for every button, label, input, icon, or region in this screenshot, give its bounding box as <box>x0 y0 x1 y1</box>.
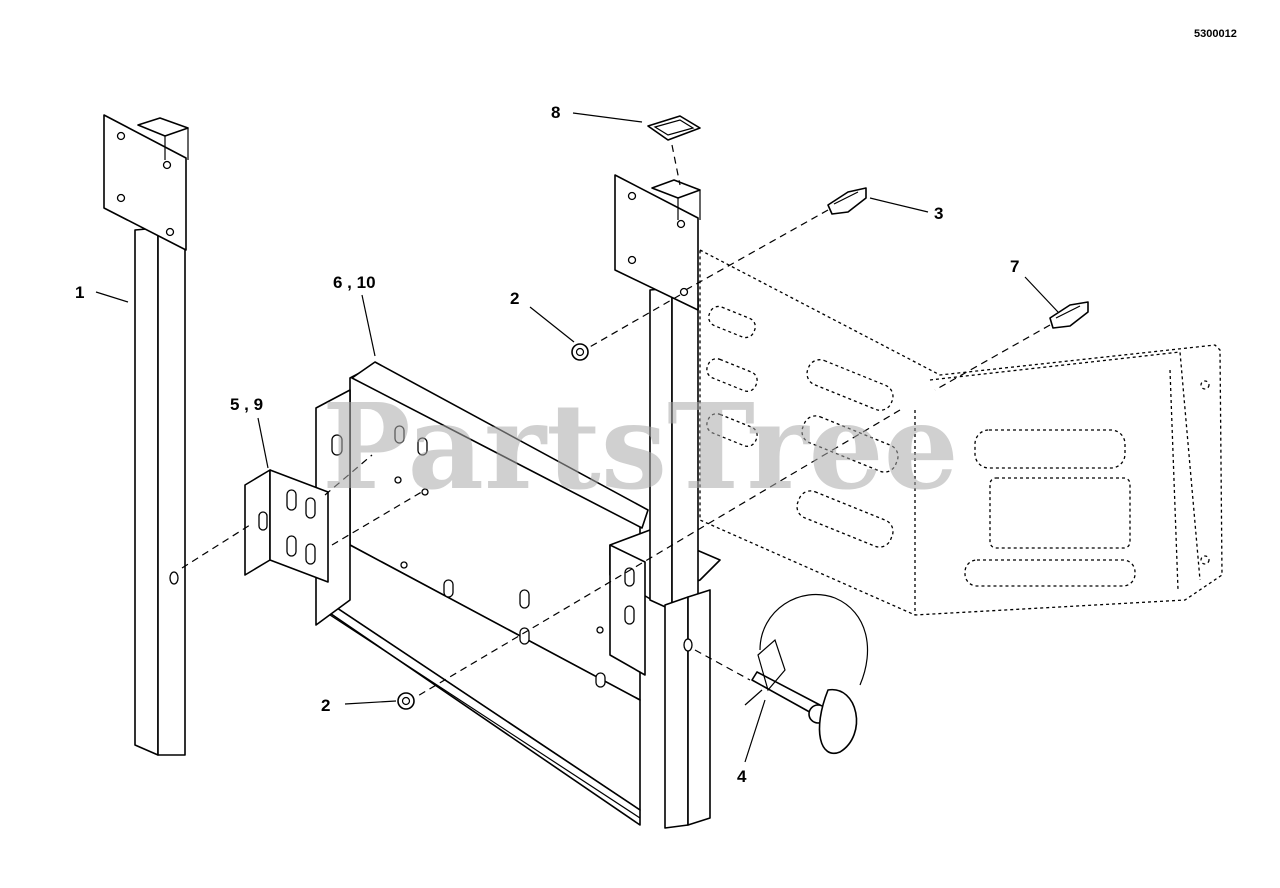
callout-5-9: 5 , 9 <box>230 395 263 414</box>
left-upright-post <box>103 114 189 756</box>
leader-lines <box>95 112 1059 763</box>
assembly-lines <box>181 144 1051 698</box>
nut-upper <box>571 343 589 361</box>
callout-6-10: 6 , 10 <box>333 273 376 292</box>
mounting-deck-reference <box>699 248 1223 616</box>
bolt-right <box>1049 301 1089 329</box>
callout-1: 1 <box>75 283 84 302</box>
hitch-pin-with-lanyard <box>744 593 869 755</box>
main-frame-weldment <box>315 361 721 826</box>
nut-lower <box>397 692 415 710</box>
callout-8: 8 <box>551 103 560 122</box>
watermark: PartsTree <box>322 377 959 516</box>
callout-2-upper: 2 <box>510 289 519 308</box>
right-upright-post <box>614 174 711 829</box>
bolt-upper <box>827 187 867 215</box>
figure-id: 5300012 <box>1194 28 1237 40</box>
callout-4: 4 <box>737 767 747 786</box>
side-bracket <box>244 469 329 583</box>
callout-7: 7 <box>1010 257 1019 276</box>
callout-2-lower: 2 <box>321 696 330 715</box>
cap-plug <box>647 115 701 141</box>
callout-3: 3 <box>934 204 943 223</box>
